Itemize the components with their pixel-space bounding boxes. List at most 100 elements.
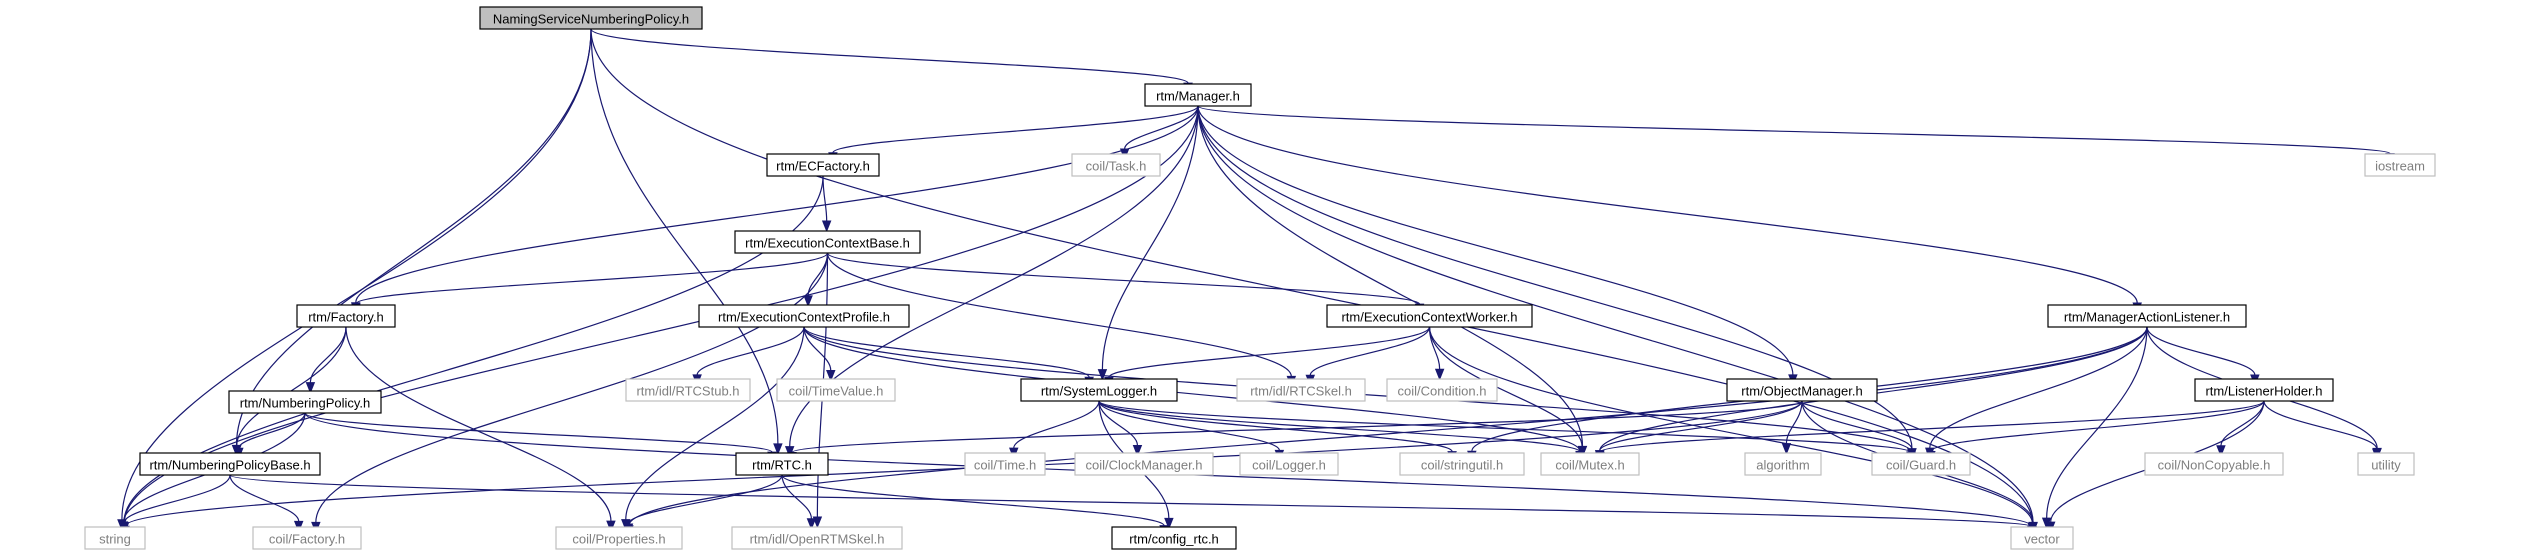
- edge-arrowhead: [1164, 517, 1174, 530]
- edge-malistener-to-vector: [2041, 326, 2148, 530]
- edge-arrowhead: [606, 520, 616, 533]
- edge-line: [832, 105, 1199, 154]
- edge-line: [1098, 400, 1280, 451]
- node-rtcstub: rtm/idl/RTCStub.h: [625, 378, 751, 402]
- edge-factory-to-properties: [345, 326, 616, 533]
- node-box: [625, 378, 751, 402]
- edge-line: [238, 412, 306, 449]
- node-box: [1540, 452, 1640, 476]
- edge-manager-to-mutex: [1197, 105, 1588, 458]
- node-box: [1074, 452, 1214, 476]
- edge-line: [826, 252, 1421, 305]
- node-box: [228, 390, 382, 414]
- edge-arrowhead: [773, 443, 783, 456]
- node-ecbase[interactable]: rtm/ExecutionContextBase.h: [734, 230, 921, 254]
- node-ecfactory[interactable]: rtm/ECFactory.h: [766, 153, 880, 177]
- edge-manager-to-syslogger: [1097, 105, 1199, 381]
- node-numpolicy[interactable]: rtm/NumberingPolicy.h: [228, 390, 382, 414]
- edge-line: [822, 175, 828, 222]
- node-label: coil/stringutil.h: [1421, 458, 1503, 473]
- edge-line: [803, 326, 1090, 378]
- node-malistener[interactable]: rtm/ManagerActionListener.h: [2047, 304, 2247, 328]
- node-box: [1111, 526, 1237, 550]
- node-label: rtm/NumberingPolicy.h: [240, 396, 371, 411]
- node-box: [555, 526, 683, 550]
- node-ecprofile[interactable]: rtm/ExecutionContextProfile.h: [698, 304, 910, 328]
- node-label: rtm/config_rtc.h: [1129, 532, 1219, 547]
- node-syslogger[interactable]: rtm/SystemLogger.h: [1020, 378, 1178, 402]
- edge-line: [590, 28, 2034, 524]
- node-label: coil/Guard.h: [1886, 458, 1956, 473]
- node-label: rtm/ECFactory.h: [776, 159, 870, 174]
- node-label: rtm/ManagerActionListener.h: [2064, 310, 2230, 325]
- node-label: NamingServiceNumberingPolicy.h: [493, 12, 689, 27]
- node-label: rtm/Manager.h: [1156, 89, 1240, 104]
- edge-line: [826, 252, 1292, 377]
- edge-line: [229, 474, 2033, 528]
- node-properties: coil/Properties.h: [555, 526, 683, 550]
- node-label: rtm/idl/RTCSkel.h: [1250, 384, 1352, 399]
- node-box: [84, 526, 146, 550]
- edge-line: [781, 474, 813, 519]
- edge-arrowhead: [806, 518, 817, 531]
- node-box: [1236, 378, 1366, 402]
- node-box: [1071, 153, 1161, 177]
- edge-npbase-to-coilfactory: [229, 474, 304, 533]
- node-box: [1326, 304, 1533, 328]
- edge-line: [235, 28, 592, 446]
- node-manager[interactable]: rtm/Manager.h: [1144, 83, 1252, 107]
- dependency-nodes: NamingServiceNumberingPolicy.h rtm/Manage…: [84, 6, 2436, 550]
- node-label: coil/Mutex.h: [1555, 458, 1624, 473]
- node-utility: utility: [2357, 452, 2415, 476]
- edge-line: [2146, 326, 2256, 376]
- edge-line: [1197, 105, 2138, 303]
- node-box: [2144, 452, 2284, 476]
- node-condition: coil/Condition.h: [1386, 378, 1498, 402]
- node-string: string: [84, 526, 146, 550]
- node-box: [139, 452, 321, 476]
- node-box: [2010, 526, 2074, 550]
- node-box: [1399, 452, 1525, 476]
- edge-arrowhead: [826, 369, 836, 382]
- edge-line: [355, 252, 829, 305]
- node-factory[interactable]: rtm/Factory.h: [296, 304, 396, 328]
- edge-ecprofile-to-timevalue: [803, 326, 836, 382]
- node-objmanager[interactable]: rtm/ObjectManager.h: [1726, 378, 1878, 402]
- node-configrtc[interactable]: rtm/config_rtc.h: [1111, 526, 1237, 550]
- node-label: rtm/idl/RTCStub.h: [636, 384, 739, 399]
- node-root[interactable]: NamingServiceNumberingPolicy.h: [479, 6, 703, 30]
- node-label: coil/Condition.h: [1398, 384, 1487, 399]
- node-mutex: coil/Mutex.h: [1540, 452, 1640, 476]
- edge-line: [803, 326, 832, 371]
- node-guard: coil/Guard.h: [1871, 452, 1971, 476]
- edge-arrowhead: [803, 295, 813, 308]
- edge-malistener-to-guard: [1924, 326, 2148, 460]
- node-label: utility: [2371, 458, 2401, 473]
- node-box: [964, 452, 1046, 476]
- node-ecworker[interactable]: rtm/ExecutionContextWorker.h: [1326, 304, 1533, 328]
- node-label: rtm/idl/OpenRTMSkel.h: [750, 532, 885, 547]
- node-timevalue: coil/TimeValue.h: [776, 378, 896, 402]
- edge-line: [1197, 105, 1794, 375]
- edge-line: [625, 326, 805, 520]
- node-box: [698, 304, 910, 328]
- node-clockmgr: coil/ClockManager.h: [1074, 452, 1214, 476]
- edge-line: [803, 326, 1581, 452]
- node-algorithm: algorithm: [1744, 452, 1822, 476]
- node-box: [1726, 378, 1878, 402]
- edge-line: [1098, 400, 1139, 446]
- node-label: rtm/ExecutionContextProfile.h: [718, 310, 890, 325]
- node-label: rtm/ExecutionContextBase.h: [745, 236, 910, 251]
- node-npbase[interactable]: rtm/NumberingPolicyBase.h: [139, 452, 321, 476]
- node-openrtmskel: rtm/idl/OpenRTMSkel.h: [731, 526, 903, 550]
- node-rtc[interactable]: rtm/RTC.h: [735, 452, 829, 476]
- edge-line: [1108, 326, 1431, 378]
- edge-arrowhead: [1781, 443, 1792, 455]
- node-stringutil: coil/stringutil.h: [1399, 452, 1525, 476]
- edge-numpolicy-to-rtc: [304, 412, 777, 464]
- edge-root-to-manager: [590, 28, 1193, 95]
- edge-line: [1098, 400, 1912, 453]
- node-lholder[interactable]: rtm/ListenerHolder.h: [2194, 378, 2334, 402]
- edge-line: [1801, 400, 1913, 450]
